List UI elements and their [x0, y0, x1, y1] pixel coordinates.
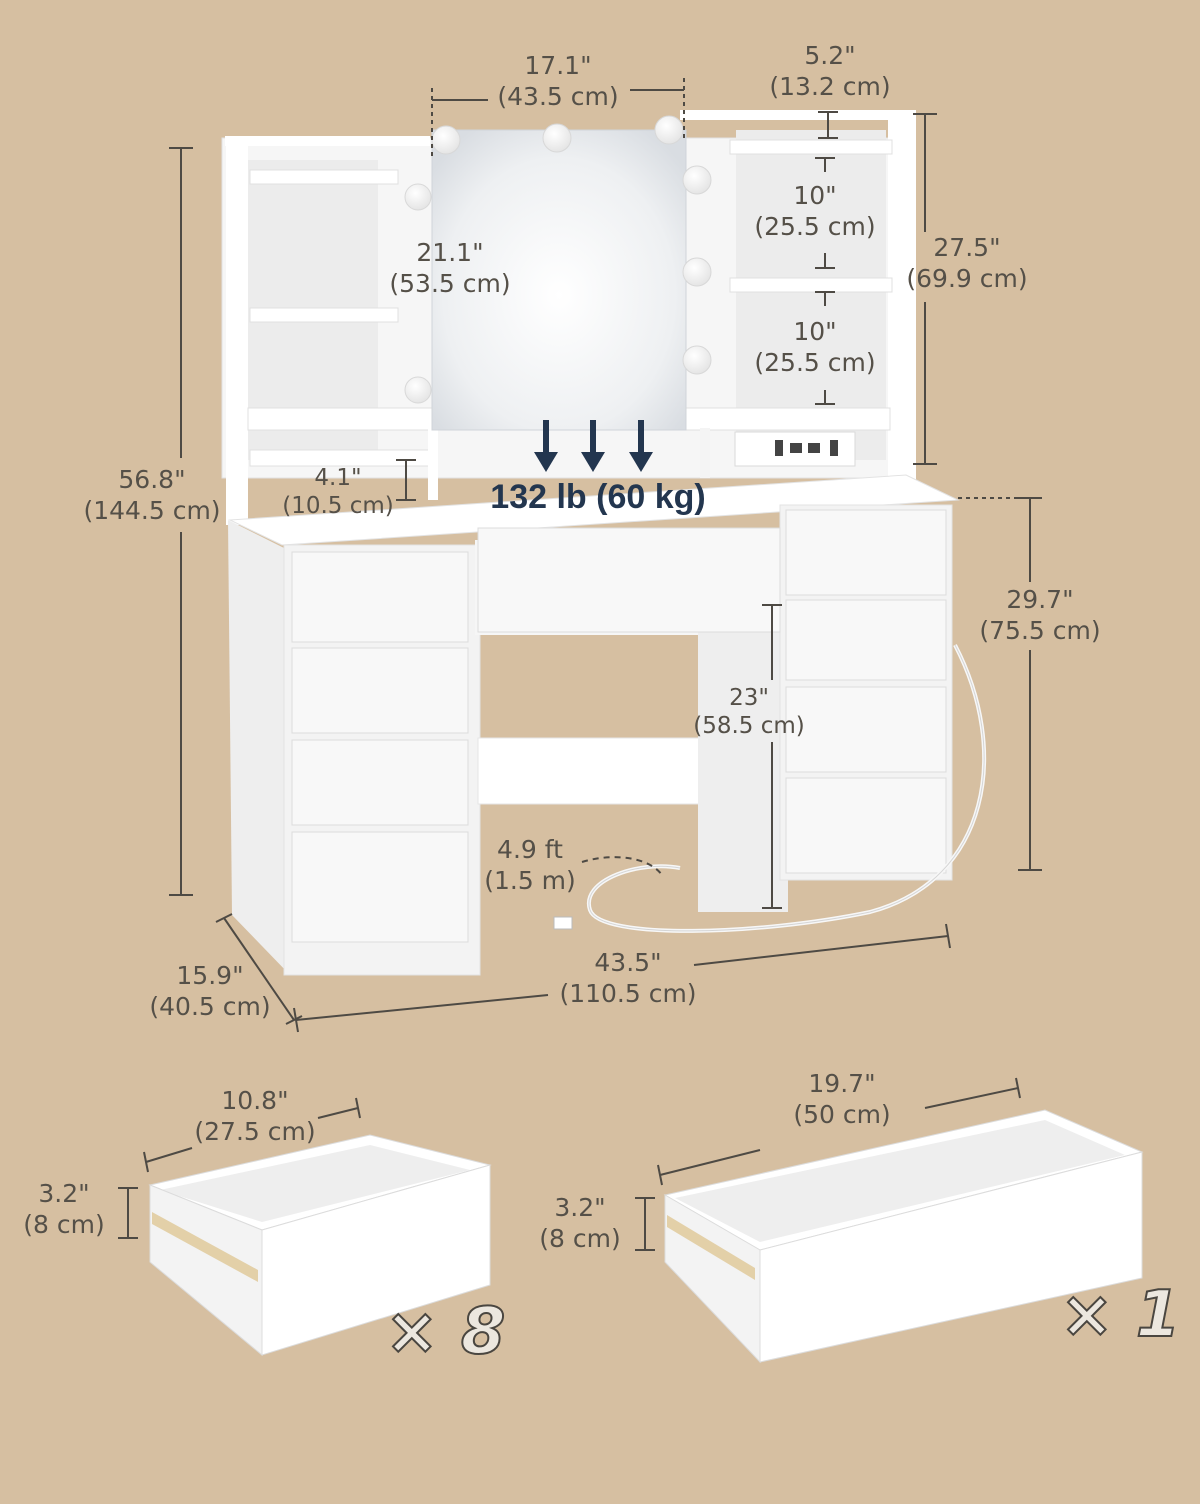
hutch-height-label: 27.5"(69.9 cm): [906, 233, 1028, 293]
mirror: [431, 129, 687, 431]
right-shelf-2: [729, 277, 893, 293]
right-shelf-1: [729, 139, 893, 155]
bulb-icon: [542, 123, 572, 153]
left-drawer-3: [291, 739, 469, 826]
cubby-height-label: 4.1"(10.5 cm): [282, 465, 394, 519]
desk-height-label: 29.7"(75.5 cm): [979, 585, 1101, 645]
left-drawer-1: [291, 551, 469, 643]
bulb-icon: [404, 376, 432, 404]
right-drawer-2: [785, 599, 947, 681]
bulb-icon: [682, 257, 712, 287]
cord-length-label: 4.9 ft(1.5 m): [484, 835, 576, 895]
shelf-gap-1-label: 10"(25.5 cm): [754, 181, 876, 241]
large-drawer-illustration: [663, 1109, 1144, 1364]
shelf-top-gap-label: 5.2"(13.2 cm): [769, 41, 891, 101]
bulb-icon: [404, 183, 432, 211]
mirror-width-label: 17.1"(43.5 cm): [497, 51, 619, 111]
left-drawer-4: [291, 831, 469, 943]
desk: [228, 474, 960, 976]
plug-icon: [553, 916, 573, 930]
load-arrows: [534, 420, 653, 472]
left-shelf-1: [249, 169, 399, 185]
knee-clearance-label: 23"(58.5 cm): [693, 685, 805, 739]
left-shelf-2: [249, 307, 399, 323]
right-drawer-3: [785, 686, 947, 773]
hutch: [221, 110, 916, 525]
mirror-height-label: 21.1"(53.5 cm): [389, 238, 511, 298]
shelf-gap-2-label: 10"(25.5 cm): [754, 317, 876, 377]
total-width-label: 43.5"(110.5 cm): [559, 948, 697, 1008]
load-capacity-label: 132 lb (60 kg): [490, 478, 706, 516]
bulb-icon: [431, 125, 461, 155]
bulb-icon: [682, 345, 712, 375]
small-drawer-quantity: × 8: [384, 1294, 506, 1370]
bulbs: [404, 115, 712, 404]
large-drawer-height-label: 3.2"(8 cm): [539, 1193, 621, 1253]
small-drawer-width-label: 10.8"(27.5 cm): [194, 1086, 316, 1146]
left-drawer-2: [291, 647, 469, 734]
large-drawer-quantity: × 1: [1059, 1277, 1181, 1353]
center-drawer: [477, 527, 781, 633]
total-height-label: 56.8"(144.5 cm): [83, 465, 221, 525]
right-drawer-4: [785, 777, 947, 874]
bulb-icon: [682, 165, 712, 195]
small-drawer-height-label: 3.2"(8 cm): [23, 1179, 105, 1239]
depth-label: 15.9"(40.5 cm): [149, 961, 271, 1021]
small-drawer-illustration: [148, 1134, 492, 1357]
bulb-icon: [654, 115, 684, 145]
large-drawer-width-label: 19.7"(50 cm): [793, 1069, 891, 1129]
right-drawer-1: [785, 509, 947, 596]
dimension-lines: [169, 78, 1042, 1033]
